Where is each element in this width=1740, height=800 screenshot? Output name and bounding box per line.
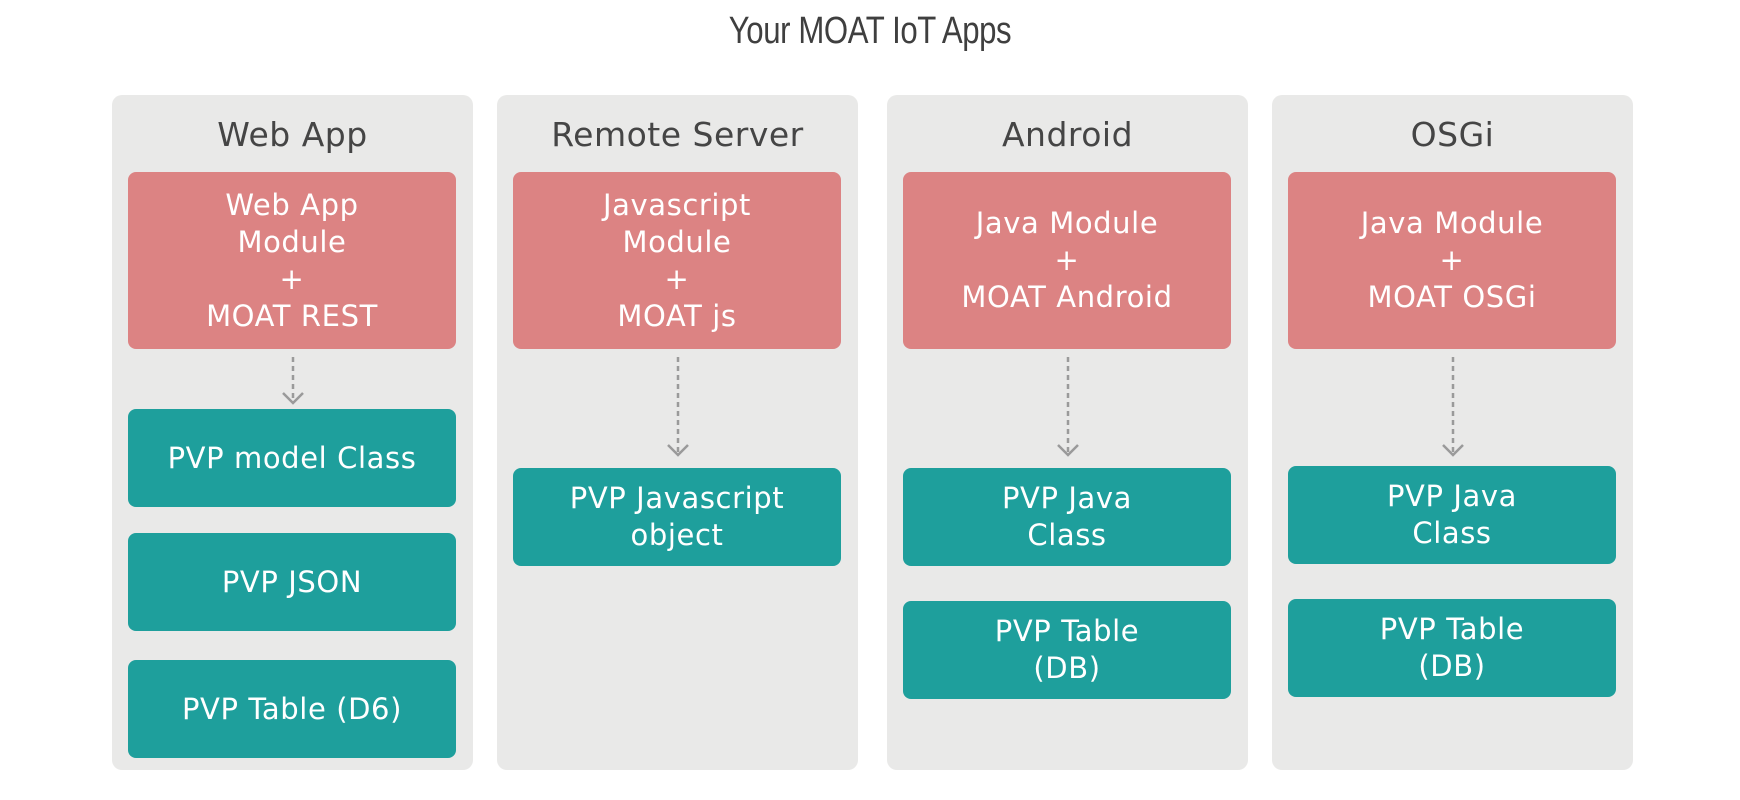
module-box: Web App Module + MOAT REST xyxy=(128,172,456,349)
data-box: PVP model Class xyxy=(128,409,456,507)
module-box: Java Module + MOAT Android xyxy=(903,172,1231,349)
column-title: Android xyxy=(1001,115,1134,154)
diagram-title: Your MOAT IoT Apps xyxy=(728,10,1012,52)
dashed-arrow xyxy=(887,357,1248,459)
data-box: PVP Java Class xyxy=(1288,466,1616,564)
dashed-arrow xyxy=(112,357,473,407)
dashed-arrow xyxy=(497,357,858,459)
data-box: PVP Table (DB) xyxy=(1288,599,1616,697)
module-box: Javascript Module + MOAT js xyxy=(513,172,841,349)
data-box: PVP Javascript object xyxy=(513,468,841,566)
module-box: Java Module + MOAT OSGi xyxy=(1288,172,1616,349)
data-box: PVP Table (D6) xyxy=(128,660,456,758)
column-title: Remote Server xyxy=(551,115,804,154)
column-web-app: Web App Web App Module + MOAT REST PVP m… xyxy=(112,95,473,770)
dashed-arrow xyxy=(1272,357,1633,459)
column-remote-server: Remote Server Javascript Module + MOAT j… xyxy=(497,95,858,770)
column-title: Web App xyxy=(217,115,368,154)
column-title: OSGi xyxy=(1410,115,1495,154)
data-box: PVP Java Class xyxy=(903,468,1231,566)
column-osgi: OSGi Java Module + MOAT OSGi PVP Java Cl… xyxy=(1272,95,1633,770)
data-box: PVP JSON xyxy=(128,533,456,631)
column-android: Android Java Module + MOAT Android PVP J… xyxy=(887,95,1248,770)
data-box: PVP Table (DB) xyxy=(903,601,1231,699)
